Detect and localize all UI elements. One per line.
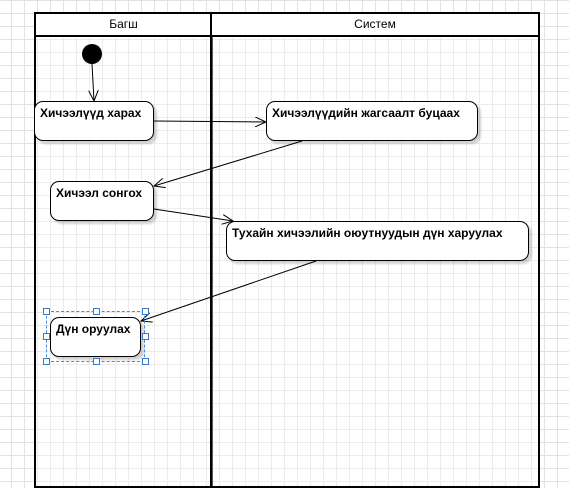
swimlane-teacher[interactable]: Багш [34, 12, 213, 488]
activity-view-courses[interactable]: Хичээлүүд харах [34, 101, 154, 141]
resize-handle-top-left[interactable] [43, 308, 50, 315]
activity-show-student-grades[interactable]: Тухайн хичээлийн оюутнуудын дүн харуулах [226, 221, 529, 261]
resize-handle-middle-right[interactable] [142, 333, 149, 340]
resize-handle-bottom-middle[interactable] [93, 358, 100, 365]
swimlane-teacher-header: Багш [36, 14, 211, 37]
activity-return-course-list[interactable]: Хичээлүүдийн жагсаалт буцаах [266, 101, 478, 141]
initial-node[interactable] [82, 44, 102, 64]
activity-select-course[interactable]: Хичээл сонгох [50, 181, 154, 221]
resize-handle-top-middle[interactable] [93, 308, 100, 315]
resize-handle-bottom-right[interactable] [142, 358, 149, 365]
resize-handle-bottom-left[interactable] [43, 358, 50, 365]
resize-handle-top-right[interactable] [142, 308, 149, 315]
activity-enter-grades[interactable]: Дүн оруулах [50, 317, 141, 357]
resize-handle-middle-left[interactable] [43, 333, 50, 340]
swimlane-system-header: Систем [212, 14, 538, 37]
